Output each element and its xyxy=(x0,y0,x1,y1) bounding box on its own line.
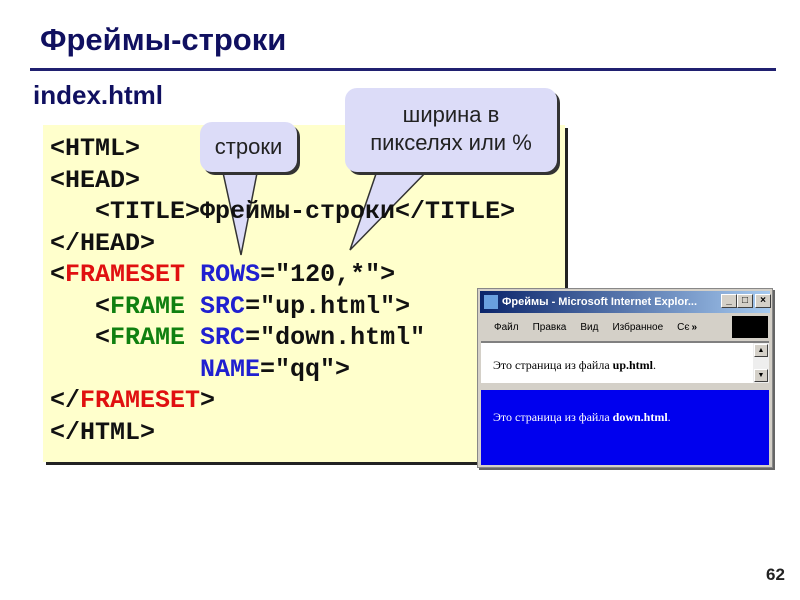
code-line: <FRAMESET ROWS="120,*"> xyxy=(50,259,565,291)
code-line: <FRAME SRC="down.html" xyxy=(50,322,565,354)
menu-more[interactable]: » xyxy=(691,321,698,333)
slide-title: Фреймы-строки xyxy=(40,22,287,57)
scroll-up-icon[interactable]: ▲ xyxy=(754,344,768,357)
code-token: FRAMESET xyxy=(65,260,186,289)
code-token xyxy=(185,323,200,352)
menu-service[interactable]: Сє xyxy=(677,321,690,333)
code-block: <HTML><HEAD> <TITLE>Фреймы-строки</TITLE… xyxy=(43,125,565,462)
code-line: </HEAD> xyxy=(50,228,565,260)
code-token: SRC xyxy=(200,323,246,352)
menu-bar: Файл Правка Вид Избранное Сє » xyxy=(480,315,770,339)
code-token xyxy=(50,355,200,384)
ie-icon xyxy=(484,295,498,309)
code-line: </FRAMESET> xyxy=(50,385,565,417)
scrollbar[interactable]: ▲ ▼ xyxy=(753,343,769,383)
page-number: 62 xyxy=(766,565,785,584)
code-token: ="down.html" xyxy=(245,323,426,352)
close-button[interactable]: × xyxy=(755,294,771,308)
frame-down: Это страница из файла down.html. xyxy=(481,390,769,465)
file-name-heading: index.html xyxy=(33,80,164,110)
code-token: < xyxy=(50,291,111,321)
scroll-down-icon[interactable]: ▼ xyxy=(754,369,768,382)
callout-rows: строки xyxy=(200,122,297,172)
code-line: <HTML> xyxy=(50,133,565,165)
code-token: <HTML> xyxy=(50,134,141,163)
callout-text: ширина в xyxy=(402,102,500,127)
code-token: > xyxy=(200,386,216,415)
title-bar: Фреймы - Microsoft Internet Explor... xyxy=(480,291,770,313)
frame-up-text: Это страница из файла up.html. xyxy=(493,358,657,372)
code-line: NAME="qq"> xyxy=(50,354,565,386)
code-token: NAME xyxy=(200,354,261,384)
code-line: <HEAD> xyxy=(50,165,565,197)
code-token: FRAMESET xyxy=(80,386,201,415)
minimize-button[interactable]: _ xyxy=(721,294,737,308)
menu-file[interactable]: Файл xyxy=(494,321,519,333)
code-token: < xyxy=(50,260,66,289)
code-token: <HEAD> xyxy=(50,165,141,195)
code-line: </HTML> xyxy=(50,417,565,449)
code-token: FRAME xyxy=(110,323,186,352)
code-token xyxy=(185,260,200,289)
maximize-button[interactable]: □ xyxy=(737,294,753,308)
window-title: Фреймы - Microsoft Internet Explor... xyxy=(502,296,698,308)
menu-view[interactable]: Вид xyxy=(580,321,599,333)
callout-text: пикселях или % xyxy=(370,130,532,155)
code-token xyxy=(185,292,200,321)
title-divider xyxy=(30,68,776,71)
code-line: <FRAME SRC="up.html"> xyxy=(50,291,565,323)
callout-text: строки xyxy=(214,134,283,159)
menu-edit[interactable]: Правка xyxy=(532,321,567,333)
code-line: <TITLE>Фреймы-строки</TITLE> xyxy=(50,196,565,228)
code-token: ="up.html"> xyxy=(245,291,411,321)
code-token: </HEAD> xyxy=(50,228,156,258)
browser-window: Фреймы - Microsoft Internet Explor... _ … xyxy=(477,288,773,468)
code-token: ="qq"> xyxy=(260,354,351,384)
code-token: < xyxy=(50,323,111,352)
code-token: SRC xyxy=(200,291,246,321)
code-token: ROWS xyxy=(200,260,261,289)
windows-logo-icon xyxy=(732,316,768,338)
code-token: <TITLE>Фреймы-строки</TITLE> xyxy=(50,197,516,226)
code-token: </HTML> xyxy=(50,417,156,447)
code-token: FRAME xyxy=(110,291,186,321)
code-token: </ xyxy=(50,386,81,415)
callout-width: ширина в пикселях или % xyxy=(345,88,557,172)
frame-up: Это страница из файла up.html. ▲ ▼ xyxy=(481,341,769,383)
code-token: ="120,*"> xyxy=(260,260,396,289)
menu-favorites[interactable]: Избранное xyxy=(612,321,664,333)
frame-down-text: Это страница из файла down.html. xyxy=(493,410,671,424)
